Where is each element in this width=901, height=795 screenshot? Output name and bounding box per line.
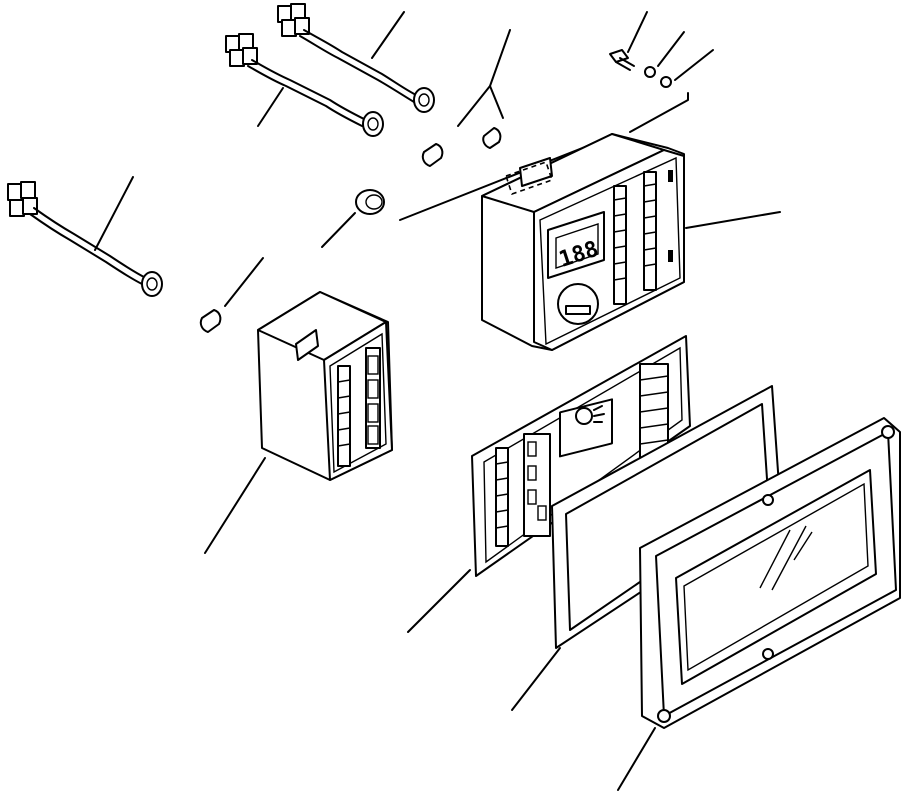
leader-washer-1 [657,31,685,67]
grommet [355,189,385,215]
leader-bulb-lower [224,257,264,307]
side-unit-indicator-column-2 [365,347,381,449]
panel-lamp-icon [575,405,605,425]
harness-c [7,181,163,297]
harness-a [277,3,435,113]
washer-1 [644,66,656,78]
printed-circuit-panel [471,335,691,577]
cover-screws [657,425,895,723]
washer-2 [660,76,672,88]
leader-fastener-to-unit [629,92,689,133]
leader-harness-b [257,87,284,127]
leader-harness-a [371,11,405,59]
side-unit-indicator-column-1 [337,365,351,467]
leader-main-unit [685,211,781,229]
leader-side-unit [204,457,266,554]
leader-front-cover [617,727,656,791]
screw [609,49,635,71]
main-unit-indicator-column-1 [613,185,627,305]
harness-b [225,33,384,137]
leader-circuit-panel [407,569,471,633]
leader-grommet-to-unit [399,144,591,221]
front-cover-frame [639,417,901,729]
leader-bulbs-upper [457,29,511,127]
leader-screw [627,11,648,53]
panel-indicator-strip-left [495,447,509,547]
cover-glass-glare [759,525,813,591]
bulb-2 [482,127,502,149]
monitor-side-unit [257,291,393,481]
main-unit-indicator-column-2 [643,171,657,291]
leader-washer-2 [674,49,714,81]
monitor-main-unit: 188 [481,133,685,351]
leader-grommet [321,212,356,248]
panel-indicator-strip-right [639,363,669,461]
bulb-3 [199,309,222,333]
bulb-1 [421,143,444,167]
panel-indicator-strip-mid [523,433,551,537]
leader-lines [94,11,781,791]
leader-bulbs-upper-branch [489,85,504,119]
leader-gasket [511,647,561,711]
leader-harness-c [94,176,134,251]
